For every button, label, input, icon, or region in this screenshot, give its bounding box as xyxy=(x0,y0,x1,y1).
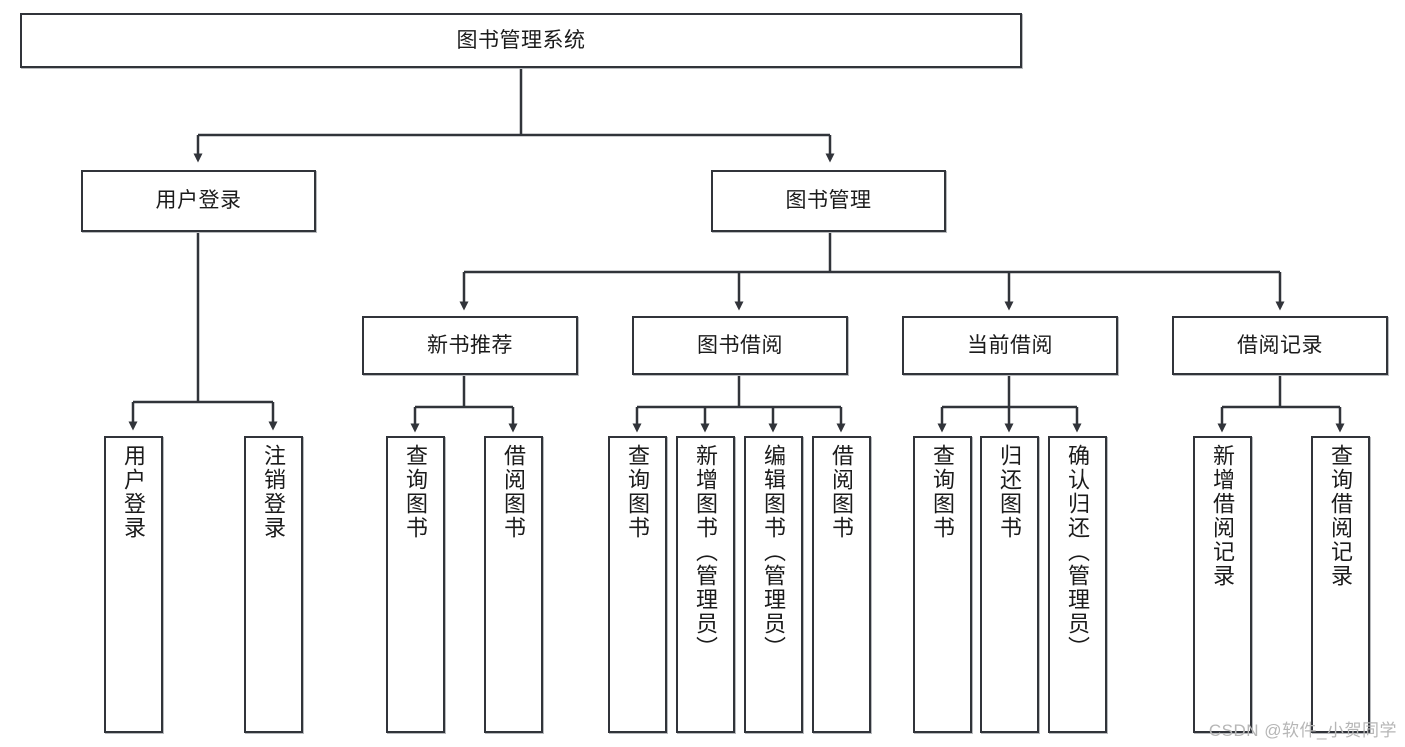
leaf-book-borrow-borrow-book[interactable]: 借阅图书 xyxy=(812,436,871,733)
node-label: 归还图书 xyxy=(997,444,1023,540)
leaf-book-borrow-edit-book-admin[interactable]: 编辑图书（管理员） xyxy=(744,436,803,733)
node-book-management[interactable]: 图书管理 xyxy=(711,170,946,232)
node-current-borrowing[interactable]: 当前借阅 xyxy=(902,316,1118,375)
node-label: 新增借阅记录 xyxy=(1210,444,1236,588)
watermark-text: CSDN @软件_小贺同学 xyxy=(1208,721,1397,740)
node-label: 查询图书 xyxy=(403,444,429,540)
node-label: 图书管理系统 xyxy=(456,28,586,52)
node-label: 图书借阅 xyxy=(697,333,783,357)
node-root-book-management-system[interactable]: 图书管理系统 xyxy=(20,13,1022,68)
node-borrowing-record[interactable]: 借阅记录 xyxy=(1172,316,1388,375)
leaf-user-login-login[interactable]: 用户登录 xyxy=(104,436,163,733)
leaf-current-borrow-return-book[interactable]: 归还图书 xyxy=(980,436,1039,733)
leaf-new-book-borrow-book[interactable]: 借阅图书 xyxy=(484,436,543,733)
node-label: 当前借阅 xyxy=(967,333,1053,357)
leaf-borrow-record-add-record[interactable]: 新增借阅记录 xyxy=(1193,436,1252,733)
node-label: 用户登录 xyxy=(155,189,242,213)
node-user-login[interactable]: 用户登录 xyxy=(81,170,316,232)
leaf-book-borrow-add-book-admin[interactable]: 新增图书（管理员） xyxy=(676,436,735,733)
node-label: 注销登录 xyxy=(261,444,287,540)
node-label: 新书推荐 xyxy=(427,333,513,357)
node-label: 借阅图书 xyxy=(501,444,527,540)
node-label: 查询图书 xyxy=(625,444,651,540)
node-label: 编辑图书（管理员） xyxy=(761,444,787,660)
node-label: 借阅记录 xyxy=(1237,333,1323,357)
node-label: 确认归还（管理员） xyxy=(1065,444,1091,660)
leaf-borrow-record-query-record[interactable]: 查询借阅记录 xyxy=(1311,436,1370,733)
node-label: 查询图书 xyxy=(930,444,956,540)
leaf-book-borrow-query-book[interactable]: 查询图书 xyxy=(608,436,667,733)
node-label: 图书管理 xyxy=(785,189,872,213)
node-label: 用户登录 xyxy=(121,444,147,540)
node-label: 新增图书（管理员） xyxy=(693,444,719,660)
leaf-current-borrow-query-book[interactable]: 查询图书 xyxy=(913,436,972,733)
leaf-current-borrow-confirm-return-admin[interactable]: 确认归还（管理员） xyxy=(1048,436,1107,733)
node-label: 借阅图书 xyxy=(829,444,855,540)
leaf-user-login-logout[interactable]: 注销登录 xyxy=(244,436,303,733)
node-book-borrowing[interactable]: 图书借阅 xyxy=(632,316,848,375)
node-label: 查询借阅记录 xyxy=(1328,444,1354,588)
leaf-new-book-query-book[interactable]: 查询图书 xyxy=(386,436,445,733)
node-new-book-recommendation[interactable]: 新书推荐 xyxy=(362,316,578,375)
